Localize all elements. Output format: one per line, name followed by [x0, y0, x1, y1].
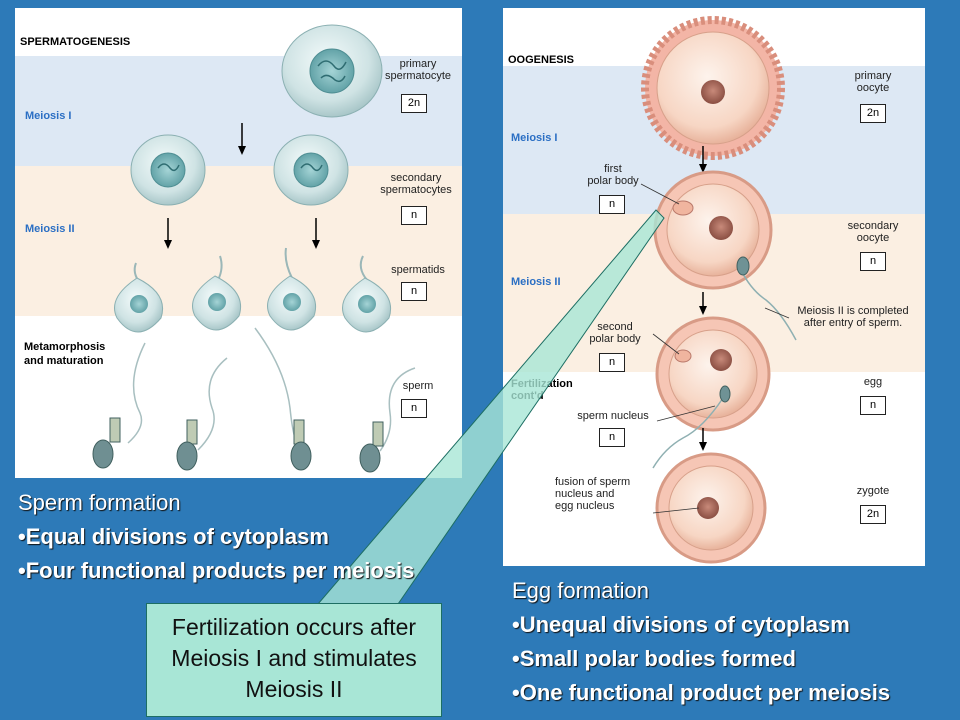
secondary-oocyte-label: secondary oocyte [847, 220, 899, 244]
callout-text: Fertilization occurs after Meiosis I and… [171, 614, 417, 702]
primary-oocyte-cell [641, 16, 785, 160]
oogenesis-illustration [640, 16, 797, 564]
secondary-spermatocyte-right [273, 134, 349, 206]
egg-caption-bullet: •Small polar bodies formed [512, 646, 796, 671]
ploidy-badge: n [599, 195, 625, 214]
meiosis-ii-completed-label: Meiosis II is completed after entry of s… [797, 305, 909, 329]
second-polar-body-label: second polar body [589, 321, 641, 345]
ploidy-badge: n [860, 252, 886, 271]
egg-caption-bullet: •One functional product per meiosis [512, 680, 891, 705]
fusion-label: fusion of sperm nucleus and egg nucleus [555, 476, 631, 512]
egg-caption-heading: Egg formation [512, 578, 649, 603]
secondary-spermatocytes-label: secondary spermatocytes [380, 172, 452, 196]
egg-label: egg [863, 376, 883, 388]
sperm-entering [736, 256, 797, 341]
spermatogenesis-illustration [92, 24, 416, 473]
egg-caption: Egg formation •Unequal divisions of cyto… [512, 574, 890, 710]
sperm-nucleus-label: sperm nucleus [577, 410, 649, 422]
stage-meiosis-2: Meiosis II [25, 223, 75, 235]
mature-sperm [127, 327, 416, 452]
stage-metamorphosis: Metamorphosis and maturation [24, 341, 106, 367]
egg-cell [652, 316, 771, 469]
first-polar-body-label: first polar body [587, 163, 639, 187]
meiosis1-band [15, 56, 462, 166]
sperm-caption-bullet: •Equal divisions of cytoplasm [18, 524, 329, 549]
stage-fertilization: Fertilization cont'd [511, 378, 573, 402]
sperm-caption-heading: Sperm formation [18, 490, 181, 515]
zygote-cell [655, 452, 767, 564]
primary-spermatocyte-cell [281, 24, 383, 118]
spermatogenesis-panel: SPERMATOGENESIS Meiosis I Meiosis II Met… [15, 8, 462, 478]
secondary-spermatocyte-left [130, 134, 206, 206]
primary-oocyte-label: primary oocyte [854, 70, 892, 94]
stage-meiosis-2: Meiosis II [511, 276, 561, 288]
ploidy-badge: n [599, 428, 625, 447]
spermatids [114, 247, 391, 333]
stage-meiosis-1: Meiosis I [25, 110, 72, 122]
spermatids-label: spermatids [391, 264, 445, 276]
ploidy-badge: 2n [401, 94, 427, 113]
sperm-caption-bullet: •Four functional products per meiosis [18, 558, 415, 583]
zygote-label: zygote [856, 485, 890, 497]
ploidy-badge: n [401, 399, 427, 418]
sperm-label: sperm [402, 380, 434, 392]
ploidy-badge: n [860, 396, 886, 415]
ploidy-badge: n [401, 206, 427, 225]
oogenesis-title: OOGENESIS [508, 54, 575, 66]
oogenesis-panel: OOGENESIS Meiosis I Meiosis II Fertiliza… [503, 8, 925, 566]
primary-spermatocyte-label: primary spermatocyte [384, 58, 452, 82]
fertilization-callout: Fertilization occurs after Meiosis I and… [146, 603, 442, 717]
ploidy-badge: n [599, 353, 625, 372]
sperm-heads [92, 417, 384, 473]
egg-caption-bullet: •Unequal divisions of cytoplasm [512, 612, 850, 637]
ploidy-badge: 2n [860, 505, 886, 524]
ploidy-badge: 2n [860, 104, 886, 123]
spermatogenesis-title: SPERMATOGENESIS [20, 36, 131, 48]
sperm-caption: Sperm formation •Equal divisions of cyto… [18, 486, 414, 588]
stage-meiosis-1: Meiosis I [511, 132, 558, 144]
secondary-oocyte-cell [653, 170, 773, 290]
ploidy-badge: n [401, 282, 427, 301]
